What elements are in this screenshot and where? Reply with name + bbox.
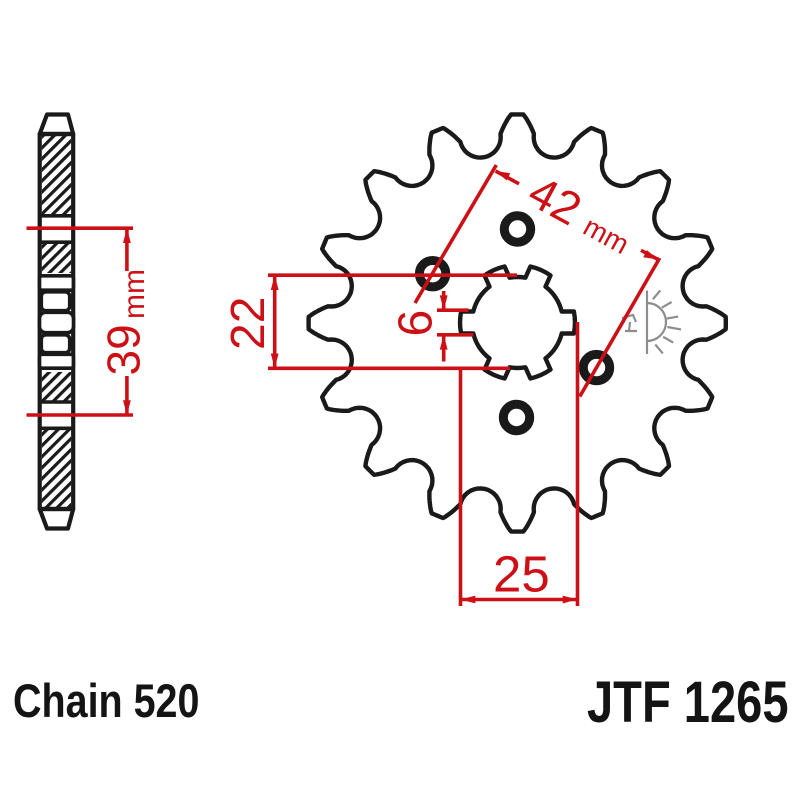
svg-text:25: 25 bbox=[493, 546, 550, 603]
svg-text:JTF 1265: JTF 1265 bbox=[587, 670, 789, 735]
svg-text:39: 39 bbox=[98, 324, 150, 375]
svg-text:Chain 520: Chain 520 bbox=[13, 676, 199, 728]
svg-text:22: 22 bbox=[222, 297, 275, 350]
svg-text:6: 6 bbox=[390, 310, 443, 337]
svg-text:mm: mm bbox=[118, 269, 151, 319]
